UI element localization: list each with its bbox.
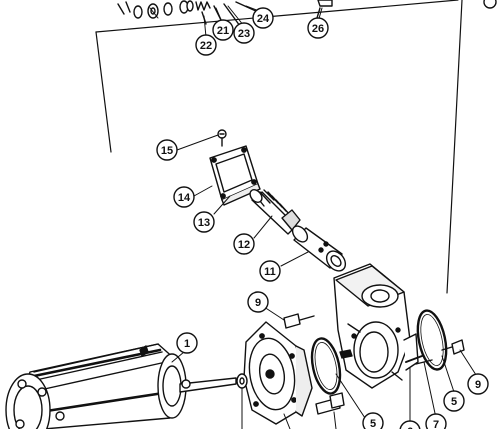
callout-label: 12: [238, 239, 250, 251]
callout-9b: 9: [467, 373, 489, 395]
callout-11: 11: [259, 260, 281, 282]
pump-housing-part: [333, 263, 419, 389]
callout-7: 7: [425, 413, 447, 429]
callout-1: 1: [176, 332, 198, 354]
callout-label: 5: [370, 418, 376, 429]
callout-label: 21: [217, 25, 229, 37]
o-ring-parts: [310, 309, 448, 395]
washer-part: [133, 5, 143, 19]
washer-part: [163, 2, 173, 16]
seal-stack-parts: [117, 0, 497, 27]
callout-13: 13: [193, 211, 215, 233]
callout-label: 9: [475, 379, 481, 391]
callout-label: 22: [200, 40, 212, 52]
part-26-fragment: [317, 0, 333, 7]
spring-part: [195, 1, 211, 11]
callout-9a: 9: [247, 291, 269, 313]
bolt-parts: [283, 313, 465, 415]
callout-label: 26: [312, 23, 324, 35]
callout-22: 22: [195, 34, 217, 56]
callout-label: 13: [198, 217, 210, 229]
washer-part: [236, 373, 248, 389]
explosion-guide-lines: [95, 0, 463, 294]
spring-piston-part: [249, 189, 301, 235]
callout-12: 12: [233, 233, 255, 255]
callout-label: 5: [451, 396, 457, 408]
callout-14: 14: [173, 186, 195, 208]
callout-15: 15: [156, 139, 178, 161]
callout-21: 21: [212, 19, 234, 41]
callout-5a: 5: [362, 412, 384, 429]
callout-23: 23: [233, 22, 255, 44]
cover-plate-part: [209, 129, 261, 206]
motor-part: [5, 343, 237, 429]
callout-6: 6: [399, 420, 421, 429]
callout-label: 6: [407, 426, 413, 429]
washer-part: [186, 0, 194, 12]
callout-label: 9: [255, 297, 261, 309]
callout-24: 24: [252, 7, 274, 29]
callout-26: 26: [307, 17, 329, 39]
callout-5b: 5: [443, 390, 465, 412]
callout-label: 14: [178, 192, 191, 204]
callout-label: 1: [184, 338, 190, 350]
leader-lines: [149, 5, 479, 429]
callout-label: 11: [264, 266, 276, 278]
callout-label: 15: [161, 145, 173, 157]
callout-label: 23: [238, 28, 250, 40]
sleeve-part: [291, 225, 347, 272]
callout-label: 7: [433, 419, 439, 429]
callout-label: 24: [257, 13, 270, 25]
adapter-flange-part: [236, 321, 313, 425]
